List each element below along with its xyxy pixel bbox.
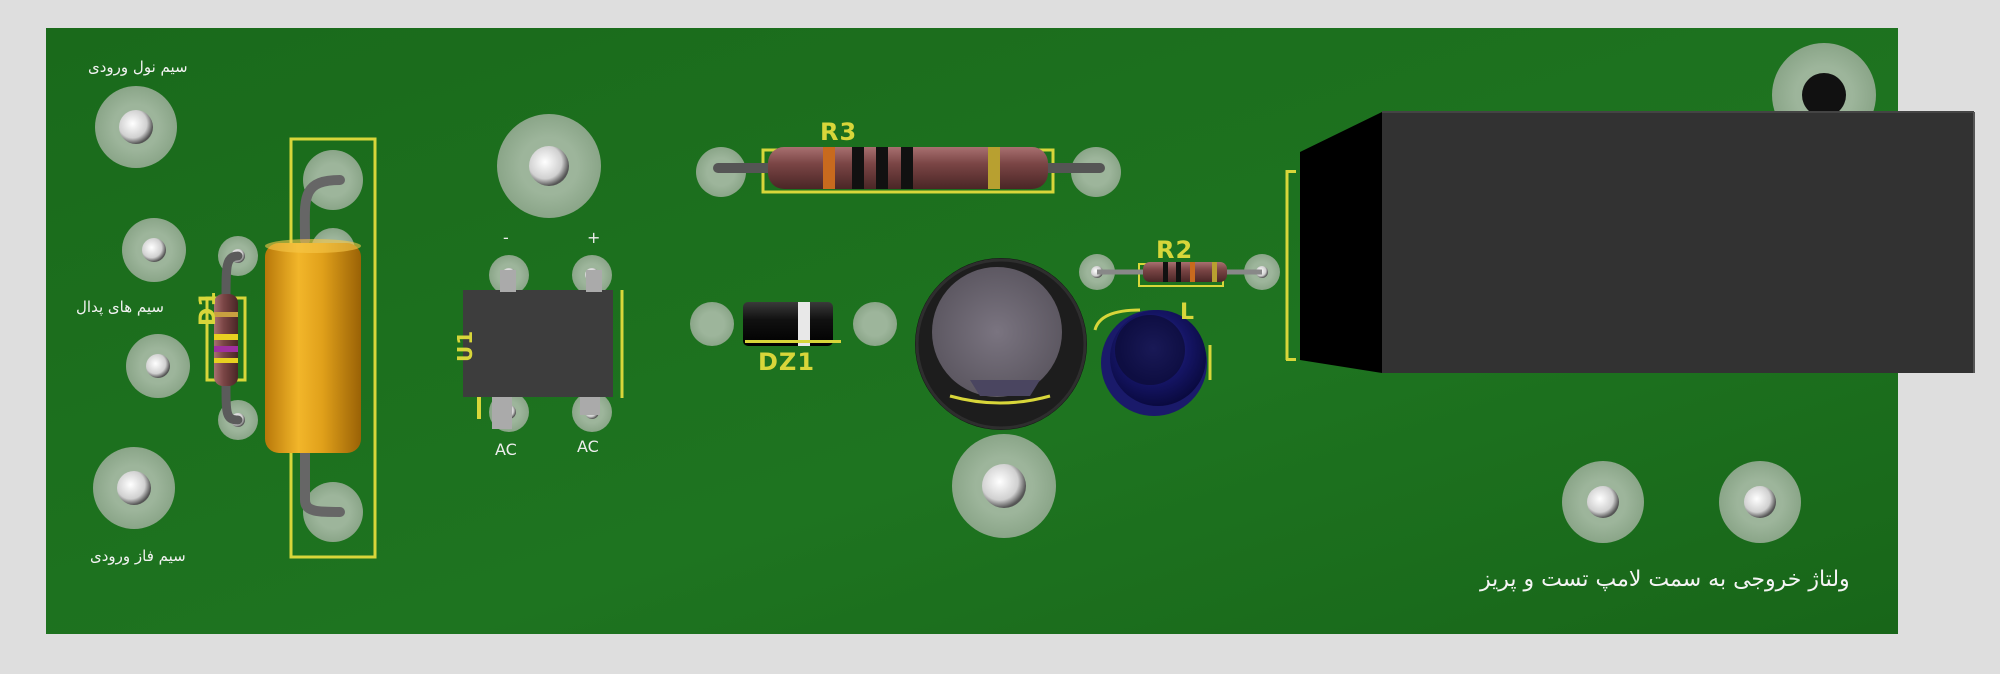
label-phase-wire-in: سیم فاز ورودی [90,547,186,565]
mount-hole-bottom [952,434,1056,538]
designator-r2: R2 [1156,236,1194,264]
pad-output-1 [1562,461,1644,543]
film-capacitor [265,137,377,559]
pad-neutral-in [95,86,177,168]
designator-u1: U1 [453,329,477,362]
label-neutral-wire-in: سیم نول ورودی [88,58,188,76]
designator-d-left: D1 [196,290,221,326]
electrolytic-capacitor [915,258,1087,430]
resistor-left [205,236,258,440]
pad-output-2 [1719,461,1801,543]
bridge-minus-label: - [503,228,509,247]
label-output-voltage: ولتاژ خروجی به سمت لامپ تست و پریز [1480,567,1850,592]
pad-pedal-1 [122,218,186,282]
label-pedal-wires: سیم های پدال [76,298,164,316]
led-blue [1093,308,1212,416]
mount-hole-top [497,114,601,218]
resistor-r3 [696,147,1121,197]
zener-dz1 [690,302,897,346]
bridge-ac-right-label: AC [577,437,599,456]
resistor-r2 [1079,254,1280,290]
pad-phase-in [93,447,175,529]
designator-dz1: DZ1 [758,348,816,376]
designator-r3: R3 [820,118,858,146]
bridge-rectifier [463,255,624,432]
designator-l: L [1180,300,1196,325]
bridge-plus-label: + [587,228,601,247]
bridge-ac-left-label: AC [495,440,517,459]
pad-pedal-2 [126,334,190,398]
relay [1285,111,1975,373]
